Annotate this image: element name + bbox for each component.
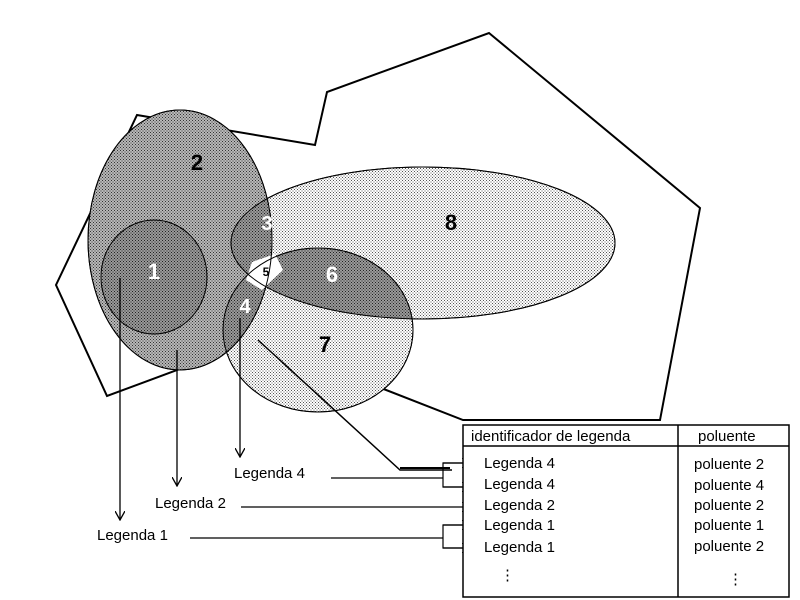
table-header-poluente: poluente (698, 428, 756, 445)
region-label-1: 1 (148, 259, 160, 284)
region-1-ellipse (100, 219, 208, 335)
table-row-2-legenda: Legenda 4 (484, 476, 555, 493)
region-5-area (246, 254, 283, 290)
table-row-1-legenda: Legenda 4 (484, 455, 555, 472)
table-row-4-poluente: poluente 1 (694, 517, 764, 534)
area-polygon (54, 31, 702, 421)
table-ellipsis-legenda: ⋮ (500, 567, 515, 584)
table-row-4-legenda: Legenda 1 (484, 517, 555, 534)
region-label-4: 4 (239, 296, 251, 318)
table-row-3-legenda: Legenda 2 (484, 497, 555, 514)
polygon-connector (257, 339, 452, 471)
table-row-1-poluente: poluente 2 (694, 456, 764, 473)
region-label-6: 6 (326, 262, 338, 287)
region-label-7: 7 (319, 332, 331, 357)
table-ellipsis-poluente: ⋮ (728, 571, 743, 588)
callout-legenda-1: Legenda 1 (97, 527, 168, 544)
table-header-identificador: identificador de legenda (471, 428, 631, 445)
table-row-5-legenda: Legenda 1 (484, 539, 555, 556)
table-row-2-poluente: poluente 4 (694, 477, 764, 494)
region-label-8: 8 (445, 210, 457, 235)
table-row-5-poluente: poluente 2 (694, 538, 764, 555)
region-label-3: 3 (261, 213, 272, 235)
callout-legenda-4: Legenda 4 (234, 465, 305, 482)
table-row-3-poluente: poluente 2 (694, 497, 764, 514)
callout-legenda-2: Legenda 2 (155, 495, 226, 512)
region-label-2: 2 (191, 150, 203, 175)
region-label-5: 5 (263, 265, 270, 279)
legend-table: identificador de legenda poluente Legend… (462, 424, 790, 598)
